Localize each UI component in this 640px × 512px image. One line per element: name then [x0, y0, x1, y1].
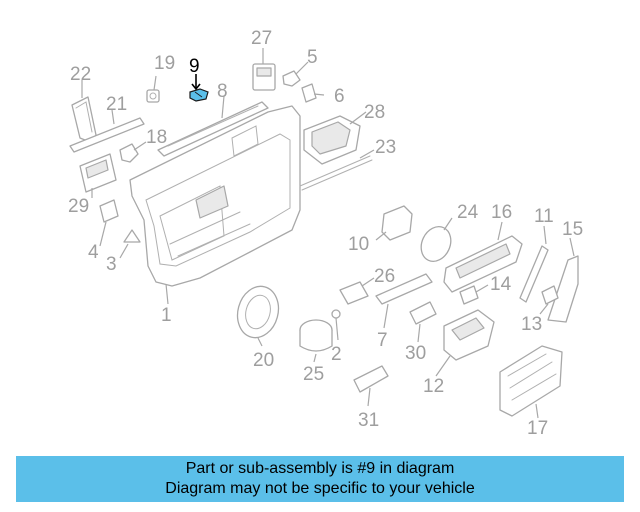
- part-25-motor: [299, 319, 333, 363]
- callout-19: 19: [154, 53, 175, 74]
- callout-6: 6: [334, 86, 345, 107]
- part-29-switch-panel: [79, 153, 117, 198]
- part-28-window-switch: [303, 111, 367, 165]
- part-21-strip: [69, 109, 145, 153]
- callout-2: 2: [331, 344, 342, 365]
- part-8-handle-strip: [157, 95, 269, 157]
- callout-20: 20: [253, 350, 274, 371]
- callout-14: 14: [490, 274, 512, 295]
- part-10-bracket: [375, 205, 413, 241]
- callout-7: 7: [377, 330, 388, 351]
- part-12-bezel: [435, 309, 495, 377]
- part-4-bracket: [99, 199, 119, 247]
- part-27-switch: [252, 48, 276, 91]
- callout-29: 29: [68, 196, 89, 217]
- callout-17: 17: [527, 418, 548, 439]
- part-7-strip: [375, 273, 433, 329]
- part-6-clip: [301, 83, 325, 103]
- info-banner: Part or sub-assembly is #9 in diagram Di…: [16, 456, 624, 502]
- part-13-clip: [539, 285, 559, 315]
- callout-11: 11: [534, 206, 554, 227]
- part-23-cable: [299, 149, 375, 191]
- part-26-switch: [339, 277, 375, 305]
- callout-16: 16: [491, 202, 512, 223]
- part-5-knob: [282, 61, 309, 87]
- callout-30: 30: [405, 343, 426, 364]
- callout-24: 24: [457, 202, 479, 223]
- callout-15: 15: [562, 219, 583, 240]
- callout-25: 25: [303, 364, 324, 385]
- callout-9: 9: [189, 56, 200, 77]
- callout-1: 1: [161, 305, 172, 326]
- part-19-clip: [146, 75, 160, 103]
- part-3-clip: [119, 229, 141, 259]
- callout-13: 13: [521, 314, 542, 335]
- callout-3: 3: [106, 254, 117, 275]
- part-15-trim: [547, 237, 579, 323]
- part-14-switch: [459, 284, 489, 305]
- part-2-screw: [331, 309, 341, 341]
- part-30-handle: [409, 301, 437, 343]
- callout-10: 10: [348, 234, 369, 255]
- callout-26: 26: [374, 266, 395, 287]
- info-line-disclaimer: Diagram may not be specific to your vehi…: [165, 480, 475, 497]
- part-20-speaker-ring: [236, 285, 280, 347]
- callout-5: 5: [307, 47, 318, 68]
- parts-diagram: 22 21 19 9 27 5 6 8 28 18 23 29 4 3 1 10…: [68, 28, 583, 439]
- part-18-bracket: [119, 141, 147, 163]
- callout-28: 28: [364, 102, 385, 123]
- part-24-round-cover: [420, 217, 453, 263]
- callout-23: 23: [375, 137, 396, 158]
- part-16-switch-panel: [443, 221, 523, 293]
- part-9-highlighted: [189, 74, 209, 102]
- callout-4: 4: [88, 242, 99, 263]
- part-11-strip: [519, 225, 549, 303]
- callout-8: 8: [217, 81, 228, 102]
- callout-22: 22: [70, 64, 91, 85]
- callout-18: 18: [146, 127, 167, 148]
- callout-31: 31: [358, 410, 379, 431]
- part-1-door-panel: [129, 105, 301, 305]
- part-31-grip: [353, 365, 389, 407]
- part-17-large-trim: [499, 345, 563, 419]
- callout-27: 27: [251, 28, 272, 49]
- info-line-part-number: Part or sub-assembly is #9 in diagram: [185, 460, 455, 477]
- callout-12: 12: [423, 376, 444, 397]
- part-22-corner-trim: [71, 80, 97, 143]
- callout-21: 21: [106, 94, 127, 115]
